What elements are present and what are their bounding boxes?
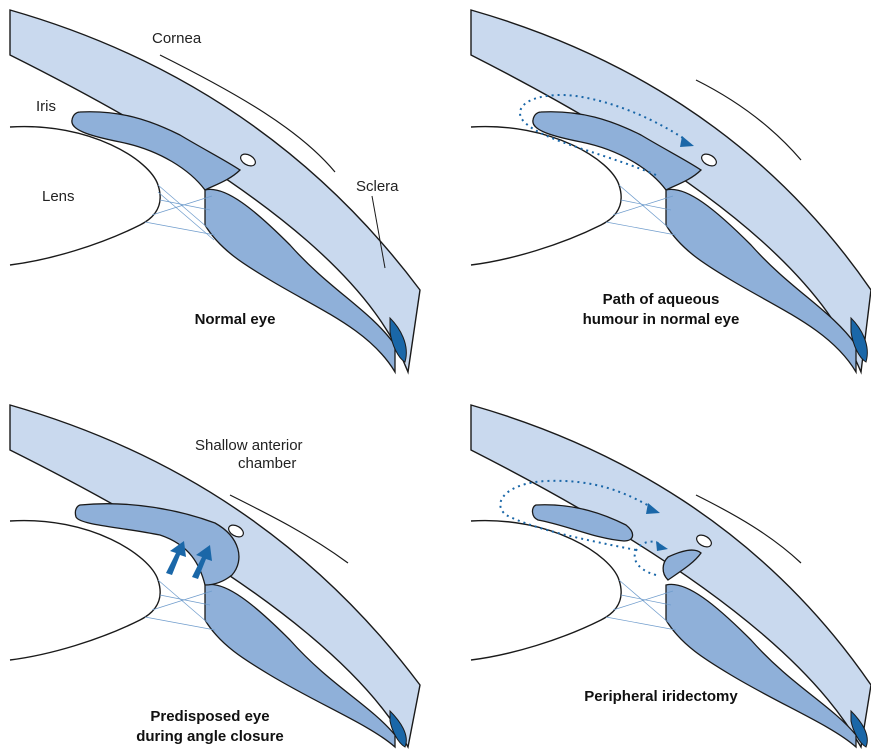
panel-caption: Peripheral iridectomy [546,687,776,707]
lens-outline [10,127,160,265]
lens-label: Lens [42,188,75,206]
lens-outline [471,521,621,660]
panel-peripheral-iridectomy: Peripheral iridectomy [436,375,871,750]
cornea-label: Cornea [152,30,201,48]
caption-line-1: Peripheral iridectomy [546,687,776,707]
panel-normal-eye: Cornea Iris Lens Sclera Normal eye [0,0,435,375]
sclera-label: Sclera [356,178,399,196]
iris-label: Iris [36,98,56,116]
panel-caption: Path of aqueous humour in normal eye [546,290,776,330]
panel-predisposed-eye: Shallow anterior chamber Predisposed eye… [0,375,435,750]
lens-outline [471,127,621,265]
caption-line-1: Path of aqueous [546,290,776,310]
caption-line-2: humour in normal eye [546,310,776,330]
pressure-arrow-1 [166,541,186,575]
eye-anatomy [10,405,420,747]
caption-line-1: Predisposed eye [95,707,325,727]
panel-caption: Predisposed eye during angle closure [95,707,325,747]
caption-line-1: Normal eye [140,310,330,330]
lens-outline [10,521,160,660]
caption-line-2: during angle closure [95,727,325,747]
shallow-chamber-label-line-2: chamber [238,455,296,473]
predisposed-eye-diagram [0,375,435,750]
panel-aqueous-path: Path of aqueous humour in normal eye [436,0,871,375]
shallow-chamber-label-line-1: Shallow anterior [195,437,303,455]
panel-caption: Normal eye [140,310,330,330]
